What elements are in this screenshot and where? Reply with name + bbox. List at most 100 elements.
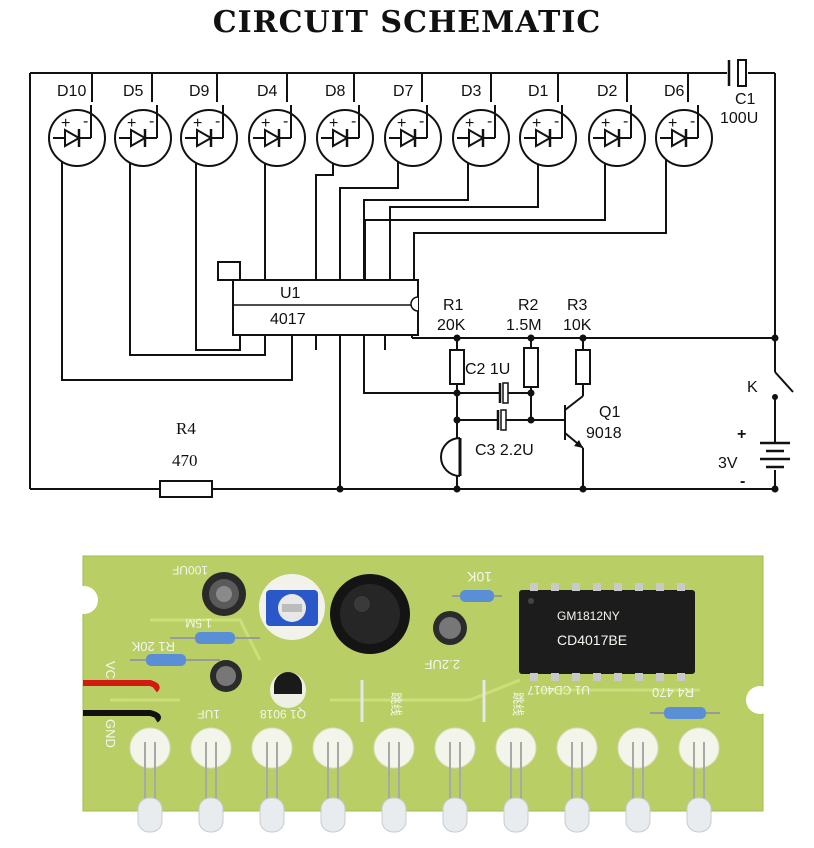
led-minus-sign: - — [690, 113, 695, 130]
pcb-chip-pins — [530, 583, 685, 681]
pcb-q1-label: Q1 9018 — [260, 707, 306, 721]
transistor-q1: Q1 9018 — [586, 404, 622, 442]
pcb-led-row — [129, 727, 720, 833]
ic-u1-symbol: U1 4017 — [232, 279, 419, 336]
battery-minus: - — [740, 473, 745, 490]
led-label: D3 — [461, 83, 482, 100]
led-d5: +- — [114, 105, 172, 167]
pcb-led — [129, 727, 171, 833]
led-plus-sign: + — [532, 115, 541, 132]
pcb-c2-capacitor — [433, 611, 467, 645]
chip-pin-bottom — [572, 673, 580, 681]
r2-ref-label: R2 — [518, 297, 539, 314]
led-minus-sign: - — [283, 113, 288, 130]
c3-label: C3 2.2U — [475, 442, 534, 459]
r1-ref-label: R1 — [443, 297, 464, 314]
chip-pin-bottom — [677, 673, 685, 681]
capacitor-c1: C1 100U — [720, 59, 758, 127]
led-minus-sign: - — [419, 113, 424, 130]
pcb-q1-transistor — [270, 672, 306, 708]
led-label: D6 — [664, 83, 685, 100]
capacitors-c2-c3: C2 1U C3 2.2U — [465, 361, 534, 459]
chip-pin-top — [635, 583, 643, 591]
led-minus-sign: - — [623, 113, 628, 130]
pcb-led — [556, 727, 598, 833]
led-d7: +- — [384, 105, 442, 167]
led-d4: +- — [248, 105, 306, 167]
r4-ref-label: R4 — [176, 419, 196, 438]
schematic-wiring — [29, 72, 794, 493]
pcb-r1-label: R1 20K — [131, 639, 175, 654]
c1-ref-label: C1 — [735, 91, 756, 108]
ic-ref-label: U1 — [280, 285, 301, 302]
led-plus-sign: + — [261, 115, 270, 132]
pcb-led — [373, 727, 415, 833]
led-d2: +- — [588, 105, 646, 167]
pcb-c3-label: 1UF — [197, 707, 220, 721]
pcb-chip-line2: CD4017BE — [557, 632, 627, 648]
resistors-r1-r3: R1 20K R2 1.5M R3 10K — [437, 297, 592, 388]
pcb-r2-label: 1.5M — [185, 616, 212, 630]
chip-pin-bottom — [551, 673, 559, 681]
led-plus-sign: + — [329, 115, 338, 132]
pcb-jumper2-label: 跳线 — [511, 692, 525, 716]
pcb-board-illustration: 100UF 10K 2.2UF GM18 — [70, 555, 774, 833]
pcb-jumper1-label: 跳线 — [389, 692, 403, 716]
battery-plus: + — [737, 426, 746, 443]
chip-pin-bottom — [593, 673, 601, 681]
chip-pin-top — [593, 583, 601, 591]
chip-pin-bottom — [635, 673, 643, 681]
pcb-r2-resistor — [170, 632, 260, 644]
pcb-r4-label: R4 470 — [652, 685, 694, 700]
led-plus-sign: + — [397, 115, 406, 132]
led-minus-sign: - — [83, 113, 88, 130]
chip-pin-bottom — [530, 673, 538, 681]
pcb-led — [678, 727, 720, 833]
led-d3: +- — [452, 105, 510, 167]
chip-pin-top — [656, 583, 664, 591]
schematic-title: CIRCUIT SCHEMATIC — [212, 5, 602, 40]
r3-ref-label: R3 — [567, 297, 588, 314]
led-plus-sign: + — [668, 115, 677, 132]
switch-label: K — [747, 379, 758, 396]
pcb-c3-capacitor — [210, 660, 242, 692]
battery-voltage: 3V — [718, 455, 738, 472]
led-label: D9 — [189, 83, 210, 100]
pcb-chip-line1: GM1812NY — [557, 609, 620, 623]
pcb-c1-label: 100UF — [172, 563, 208, 577]
pcb-r3-label: 10K — [466, 569, 492, 585]
led-label: D4 — [257, 83, 278, 100]
chip-pin-top — [614, 583, 622, 591]
chip-pin-top — [551, 583, 559, 591]
led-plus-sign: + — [193, 115, 202, 132]
led-plus-sign: + — [601, 115, 610, 132]
q1-part-label: 9018 — [586, 425, 622, 442]
pcb-led — [617, 727, 659, 833]
led-label: D8 — [325, 83, 346, 100]
pcb-ic-4017: GM1812NY CD4017BE — [519, 590, 695, 674]
pcb-r4-resistor — [650, 707, 720, 719]
chip-pin-bottom — [656, 673, 664, 681]
pcb-gnd-label: GND — [103, 719, 118, 748]
led-plus-sign: + — [127, 115, 136, 132]
led-minus-sign: - — [554, 113, 559, 130]
resistor-r4: R4 470 — [159, 419, 213, 498]
chip-pin-top — [530, 583, 538, 591]
led-plus-sign: + — [465, 115, 474, 132]
pcb-c2-label: 2.2UF — [425, 657, 460, 672]
led-minus-sign: - — [215, 113, 220, 130]
pcb-u1-label: U1 CD4017 — [527, 683, 590, 697]
chip-pin-top — [677, 583, 685, 591]
pcb-vcc-label: VC — [103, 661, 118, 679]
led-label: D2 — [597, 83, 618, 100]
led-array: +-D10+-D5+-D9+-D4+-D8+-D7+-D3+-D1+-D2+-D… — [48, 83, 713, 167]
q1-ref-label: Q1 — [599, 404, 620, 421]
pcb-c1-capacitor — [202, 572, 246, 616]
led-label: D7 — [393, 83, 414, 100]
r1-value-label: 20K — [437, 317, 466, 334]
chip-pin-top — [572, 583, 580, 591]
pcb-led — [495, 727, 537, 833]
led-d9: +- — [180, 105, 238, 167]
ic-part-label: 4017 — [270, 311, 306, 328]
led-minus-sign: - — [149, 113, 154, 130]
